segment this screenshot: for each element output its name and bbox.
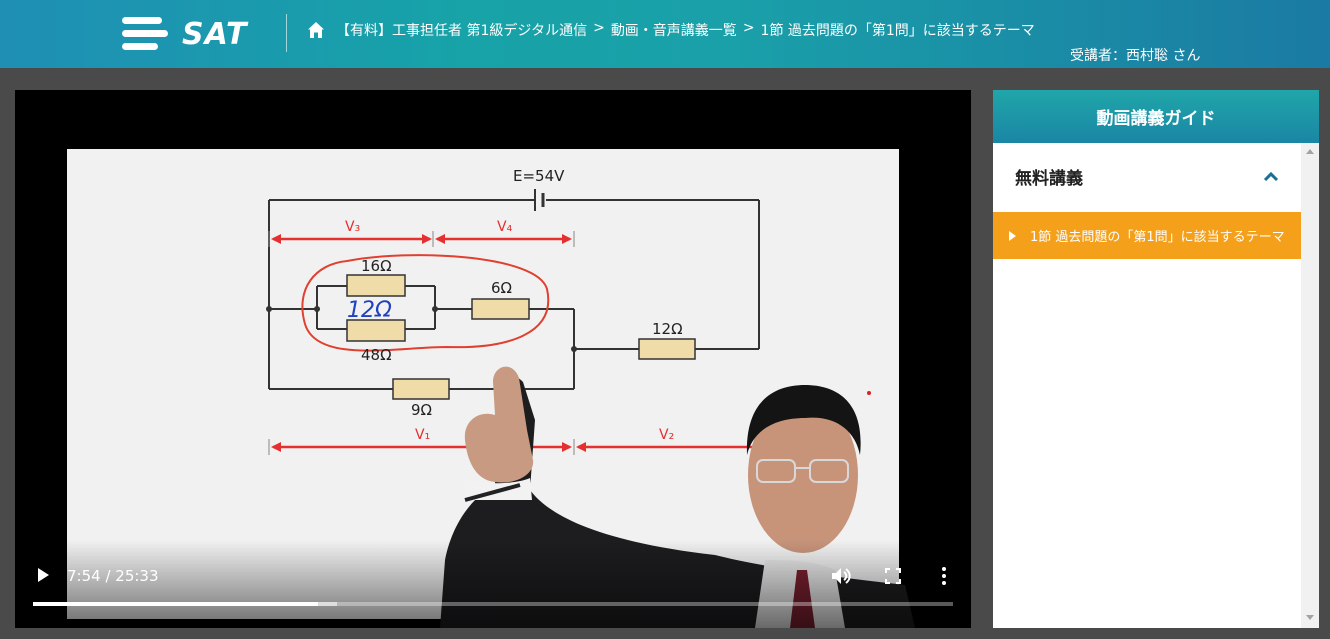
controls-overlay <box>15 540 971 628</box>
breadcrumb-separator: > <box>593 20 605 36</box>
home-icon[interactable] <box>307 21 325 39</box>
breadcrumb: 【有料】工事担任者 第1級デジタル通信 > 動画・音声講義一覧 > 1節 過去問… <box>336 20 1035 40</box>
resistor-6-label: 6Ω <box>491 279 512 297</box>
resistor-16-label: 16Ω <box>361 257 392 275</box>
resistor-9-label: 9Ω <box>411 401 432 419</box>
scroll-up-icon[interactable] <box>1306 149 1314 154</box>
breadcrumb-item-course[interactable]: 【有料】工事担任者 第1級デジタル通信 <box>336 23 588 39</box>
volume-icon[interactable] <box>830 566 852 586</box>
handwritten-note: 12Ω <box>347 298 392 323</box>
sat-logo[interactable]: SAT <box>122 14 252 54</box>
logo-text: SAT <box>182 16 248 52</box>
more-vert-icon[interactable] <box>940 566 948 586</box>
lesson-item-active[interactable]: 1節 過去問題の「第1問」に該当するテーマ <box>993 212 1301 259</box>
battery-label: E=54V <box>513 167 565 185</box>
fullscreen-icon[interactable] <box>885 568 901 584</box>
voltage-label-v3: V₃ <box>345 219 360 235</box>
progress-bar[interactable] <box>33 602 953 606</box>
voltage-label-v4: V₄ <box>497 219 513 235</box>
play-arrow-icon <box>1009 230 1016 241</box>
progress-fill <box>33 602 319 606</box>
circuit-diagram: E=54V 16Ω 48Ω 6Ω 12Ω 9Ω V₃ V₄ V₁ V₂ 12Ω <box>266 167 871 455</box>
breadcrumb-separator: > <box>742 20 755 36</box>
logo-mark-icon <box>122 15 168 53</box>
resistor-12-label: 12Ω <box>652 320 683 338</box>
guide-title: 動画講義ガイド <box>993 90 1319 143</box>
section-header-free-lectures[interactable]: 無料講義 <box>1015 168 1083 189</box>
resistor-48-label: 48Ω <box>361 346 392 364</box>
scroll-down-icon[interactable] <box>1306 615 1314 620</box>
student-name: 受講者：西村聡 さん <box>1070 48 1201 64</box>
header-bar: SAT 【有料】工事担任者 第1級デジタル通信 > 動画・音声講義一覧 > 1節… <box>0 0 1330 68</box>
time-display: 7:54 / 25:33 <box>67 567 159 585</box>
voltage-label-v1: V₁ <box>415 427 430 443</box>
play-icon[interactable] <box>35 566 51 584</box>
chevron-up-icon[interactable] <box>1263 170 1279 182</box>
lecture-guide-panel: 動画講義ガイド 無料講義 1節 過去問題の「第1問」に該当するテーマ <box>993 90 1319 628</box>
header-divider <box>286 14 287 52</box>
breadcrumb-item-current: 1節 過去問題の「第1問」に該当するテーマ <box>760 23 1035 39</box>
guide-scrollbar[interactable] <box>1301 143 1319 628</box>
video-player[interactable]: E=54V 16Ω 48Ω 6Ω 12Ω 9Ω V₃ V₄ V₁ V₂ 12Ω <box>15 90 971 628</box>
voltage-label-v2: V₂ <box>659 427 674 443</box>
breadcrumb-item-lecture-list[interactable]: 動画・音声講義一覧 <box>610 23 737 39</box>
lesson-item-label: 1節 過去問題の「第1問」に該当するテーマ <box>1030 230 1285 245</box>
